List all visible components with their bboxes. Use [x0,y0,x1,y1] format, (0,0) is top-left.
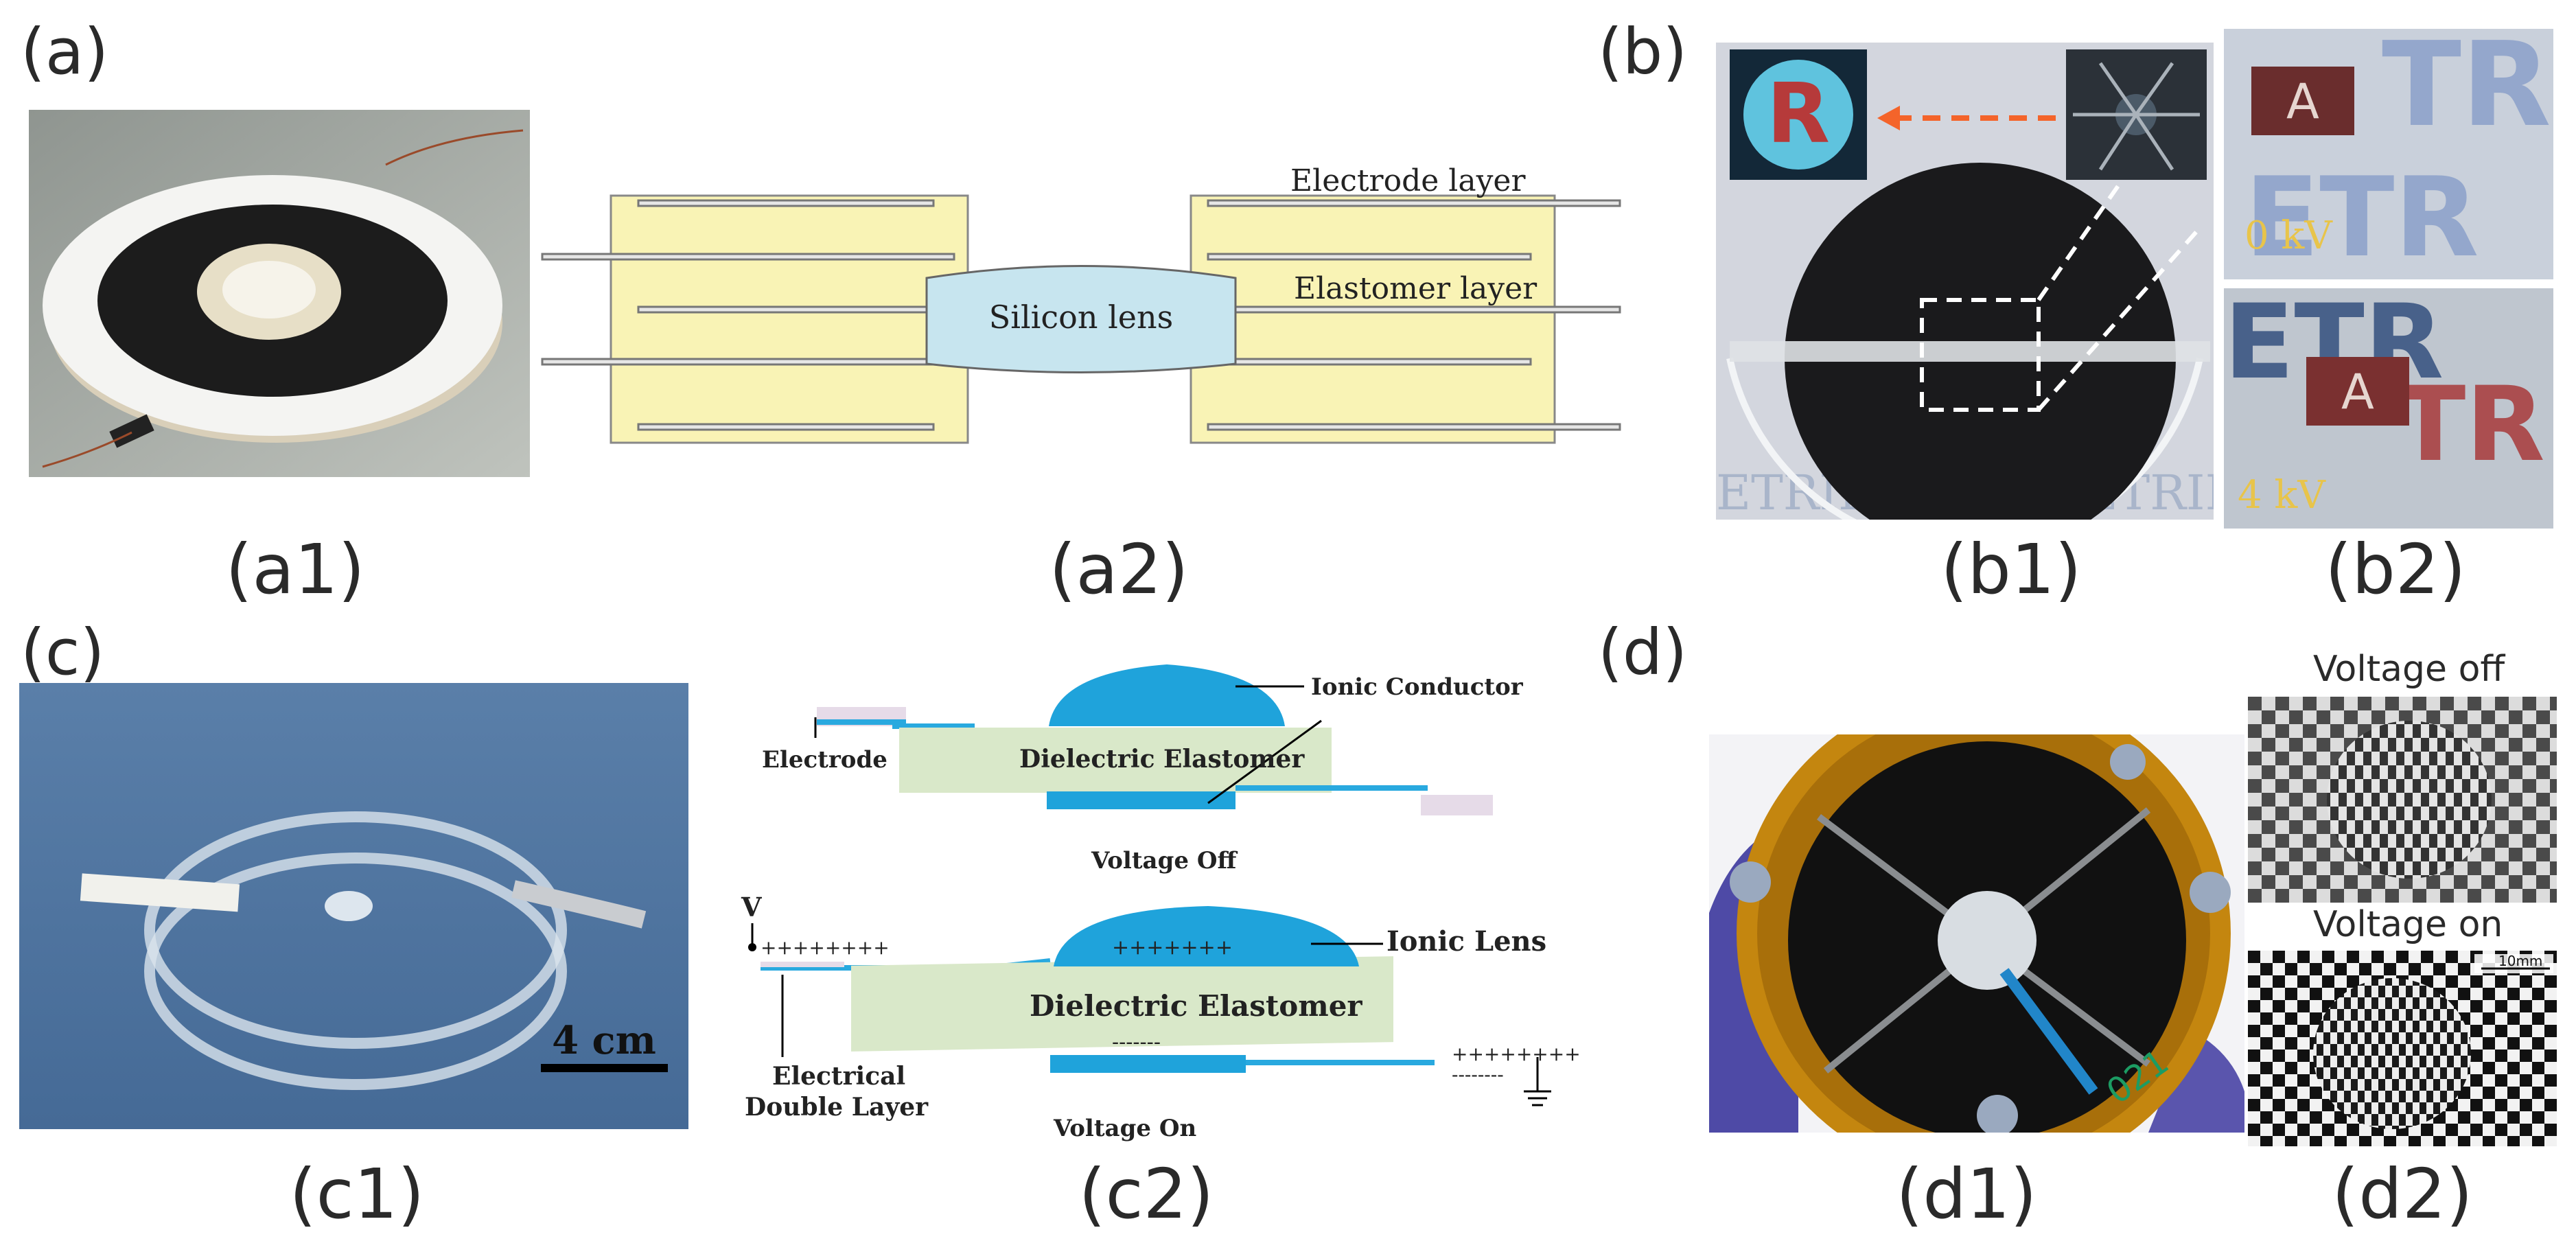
c2-plus-left: ++++++++ [761,936,890,959]
c2-ionic-conductor: Ionic Conductor [1311,673,1524,701]
left-stack [610,194,969,444]
right-stack [1190,194,1556,444]
b2-badge-top: A [2286,73,2319,130]
b1-photo: ETRIETRIETRIETRIETRI R [1716,43,2214,520]
d2-voltage-on-label: Voltage on [2313,904,2503,945]
c2-voltage-off: Voltage Off [1091,847,1238,874]
c2-minus-bottom: ------- [1112,1030,1161,1054]
label-d1: (d1) [1896,1154,2037,1234]
c2-plus-right: ++++++++ [1452,1043,1581,1065]
b2-voltage-top: 0 kV [2244,213,2333,258]
panel-label-a: (a) [21,15,109,89]
c2-ionic-lens: Ionic Lens [1386,925,1546,958]
d1-photo: 021 [1709,734,2244,1133]
c2-bottom-elastomer [851,956,1393,1052]
c2-plus-lens: +++++++ [1112,936,1233,960]
panel-label-c: (c) [21,616,105,689]
c1-photo: 4 cm [19,683,688,1129]
panel-label-d: (d) [1598,616,1688,689]
label-a2: (a2) [1049,529,1189,610]
b2-chart-text-top: TR [2382,29,2551,153]
c2-voltage-on: Voltage On [1053,1115,1196,1142]
b1-inset-glyph: R [1767,67,1830,162]
label-c2: (c2) [1078,1154,1214,1234]
c2-schematic: Ionic Conductor Electrode Dielectric Ela… [741,664,1581,1142]
label-b2: (b2) [2325,529,2466,610]
c2-edl-1: Electrical [772,1062,905,1091]
c2-minus-right: -------- [1452,1063,1504,1086]
c2-dielectric-bottom: Dielectric Elastomer [1030,989,1362,1023]
b2-voltage-bottom: 4 kV [2238,473,2326,518]
c2-edl-2: Double Layer [745,1093,929,1122]
electrode-layer-label: Electrode layer [1290,163,1526,198]
label-d2: (d2) [2332,1154,2473,1234]
c2-v-label: V [741,892,763,923]
d2-scale: 10mm [2498,953,2542,969]
c1-scale-bar-label: 4 cm [552,1018,656,1063]
silicon-lens-label: Silicon lens [989,299,1174,336]
b2-chart-text-mid-top: ETR [2244,153,2479,279]
b2-photo-bottom: ETR TR A 4 kV [2224,288,2553,529]
elastomer-layer-label: Elastomer layer [1294,271,1538,306]
b2-chart-text-mid-bottom: TR [2395,365,2545,485]
label-b1: (b1) [1940,529,2082,610]
c2-top-elastomer [899,728,1332,793]
c2-dielectric-top: Dielectric Elastomer [1019,745,1305,774]
c2-electrode: Electrode [762,746,887,774]
d2-photo-off [2248,697,2557,903]
a1-photo [29,110,530,477]
label-a1: (a1) [225,529,365,610]
a2-schematic: Silicon lens Electrode layer Elastomer l… [541,163,1621,444]
panel-label-b: (b) [1598,15,1688,89]
label-c1: (c1) [289,1154,425,1234]
silicon-lens-shape [925,265,1237,373]
d2-voltage-off-label: Voltage off [2313,649,2505,690]
d2-photo-on: 10mm [2248,951,2557,1146]
b2-badge-bottom: A [2341,364,2374,420]
b2-photo-top: TR ETR A 0 kV [2224,29,2553,279]
